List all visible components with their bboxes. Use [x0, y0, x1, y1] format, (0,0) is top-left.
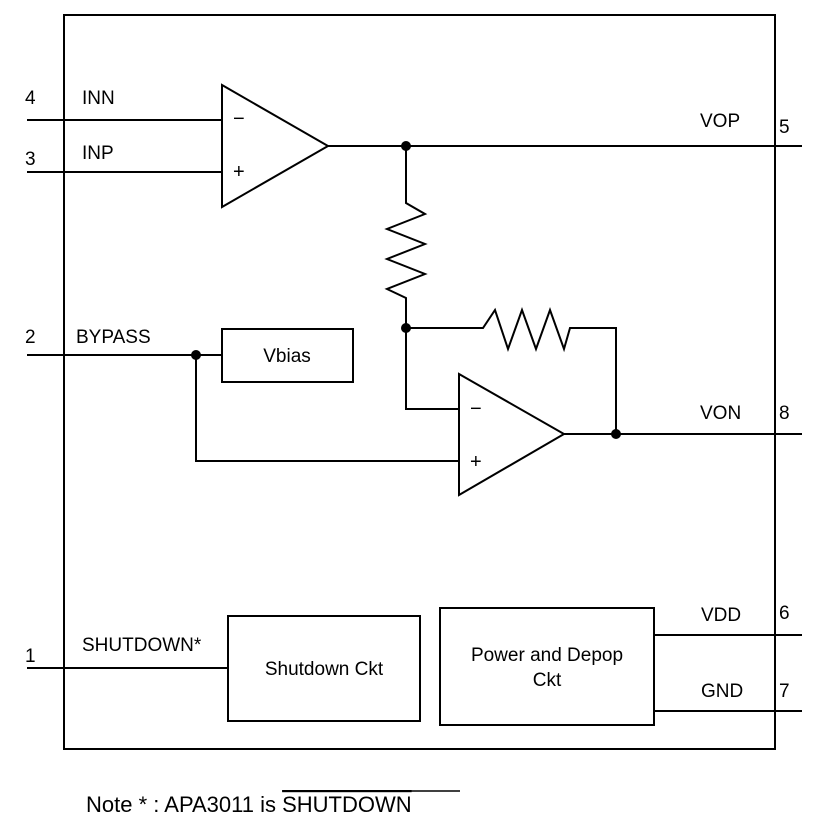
- amp1-minus-sign: −: [233, 108, 245, 130]
- pin-7-number: 7: [779, 681, 790, 702]
- footnote-prefix: Note * : APA3011 is: [86, 792, 282, 817]
- amplifier-1: [221, 83, 331, 209]
- pin-2-label: BYPASS: [76, 327, 151, 348]
- shutdown-block: [227, 615, 421, 722]
- footnote-overlined: SHUTDOWN: [282, 792, 412, 817]
- amp1-plus-sign: +: [233, 161, 245, 183]
- footnote: Note * : APA3011 is SHUTDOWN: [86, 792, 412, 817]
- pin-4-label: INN: [82, 88, 115, 109]
- power-depop-label-line1: Power and Depop: [471, 645, 623, 666]
- pin-8-number: 8: [779, 403, 790, 424]
- power-depop-block: [439, 607, 655, 726]
- chip-outline: [63, 14, 776, 750]
- vop-label: VOP: [700, 111, 740, 132]
- shutdown-block-label: Shutdown Ckt: [265, 659, 384, 680]
- amp2-plus-sign: +: [470, 451, 482, 473]
- pin-1-number: 1: [25, 646, 36, 667]
- amp2-minus-wire: [405, 328, 459, 410]
- vdd-label: VDD: [701, 605, 741, 626]
- amplifier-2: [458, 372, 567, 497]
- resistor-feedback: [406, 307, 617, 434]
- von-junction: [611, 429, 621, 439]
- pin-3-label: INP: [82, 143, 114, 164]
- bypass-to-amp2-wire: [195, 355, 459, 462]
- vbias-label: Vbias: [263, 346, 311, 367]
- gnd-label: GND: [701, 681, 743, 702]
- pin-3-number: 3: [25, 149, 36, 170]
- vbias-block: [221, 328, 354, 383]
- pin-2-number: 2: [25, 327, 36, 348]
- resistor-vertical: [384, 146, 428, 328]
- von-label: VON: [700, 403, 741, 424]
- power-depop-label-line2: Ckt: [533, 670, 562, 691]
- pin-6-number: 6: [779, 603, 790, 624]
- pin-4-number: 4: [25, 88, 36, 109]
- pin-5-number: 5: [779, 117, 790, 138]
- amp2-minus-sign: −: [470, 398, 482, 420]
- pin-1-label: SHUTDOWN*: [82, 635, 202, 656]
